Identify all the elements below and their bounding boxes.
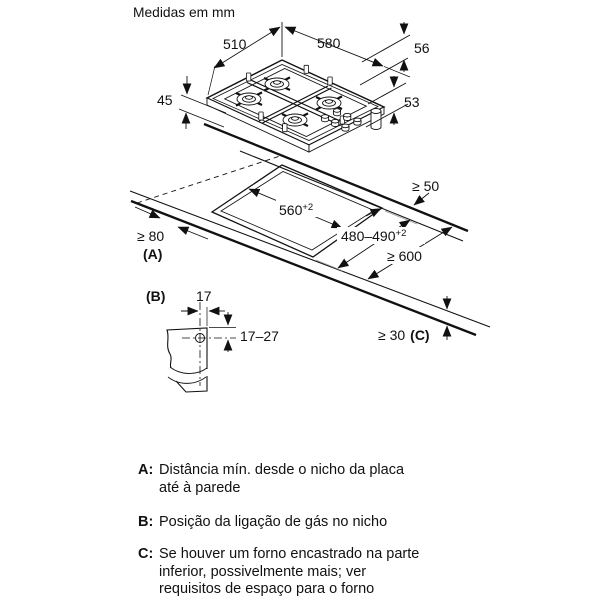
panel-lower-outline bbox=[175, 376, 208, 393]
dim-50-arrow-outer bbox=[413, 192, 430, 206]
legend-text: inferior, possivelmente mais; ver bbox=[159, 563, 367, 580]
ref-line-56-bottom bbox=[359, 57, 409, 86]
dim-480-label: 480–490+2 bbox=[341, 228, 406, 244]
legend-text: Se houver um forno encastrado na parte bbox=[159, 546, 420, 562]
dim-510-extension bbox=[207, 65, 216, 96]
wall-line-outer bbox=[203, 122, 469, 233]
worktop-cutout-view bbox=[129, 122, 491, 340]
dim-600-label-bg bbox=[384, 247, 438, 264]
ref-line-45-bottom bbox=[178, 108, 225, 128]
worktop-front-edge-bottom bbox=[130, 199, 477, 337]
clearance-below-label: ≥ 30(C) bbox=[378, 327, 430, 343]
dim-53-label: 53 bbox=[404, 94, 420, 110]
ref-line-56-top bbox=[361, 34, 411, 63]
legend-item-c: C: Se houver um forno encastrado na part… bbox=[138, 546, 419, 599]
ref-line-45-top bbox=[180, 94, 227, 114]
hob-dimension-lines bbox=[178, 22, 411, 129]
panel-upper-outline bbox=[166, 327, 208, 369]
dim-580-label: 580 bbox=[317, 35, 341, 51]
dim-510-line bbox=[213, 26, 281, 69]
dim-80-arrow-left bbox=[134, 206, 161, 219]
legend-label-b: B: bbox=[138, 514, 154, 530]
burner-front bbox=[281, 112, 309, 128]
burners bbox=[235, 76, 343, 128]
page-title: Medidas em mm bbox=[133, 5, 235, 20]
dim-80-arrow-right bbox=[177, 226, 209, 240]
control-knobs bbox=[320, 108, 362, 132]
legend-text: requisitos de espaço para o forno bbox=[159, 581, 375, 597]
burner-left bbox=[235, 91, 263, 107]
legend-label-a: A: bbox=[138, 462, 154, 478]
dim-50-arrow-inner bbox=[365, 208, 382, 218]
dim-45-label: 45 bbox=[157, 92, 173, 108]
dim-56-label: 56 bbox=[414, 40, 430, 56]
dim-510-label: 510 bbox=[223, 36, 247, 52]
wall-line-inner bbox=[239, 150, 464, 242]
legend-text: Distância mín. desde o nicho da placa bbox=[159, 462, 405, 478]
dim-560-label: 560+2 bbox=[279, 202, 313, 218]
detail-b-ref: (B) bbox=[146, 288, 165, 304]
dim-560-label-bg bbox=[276, 200, 322, 217]
dim-580-extension bbox=[383, 66, 411, 78]
legend-label-c: C: bbox=[138, 546, 154, 562]
worktop-front-edge-top bbox=[129, 190, 491, 328]
dim-480-label-bg bbox=[337, 227, 425, 244]
burner-right bbox=[315, 95, 343, 111]
clearance-back-label: ≥ 50 bbox=[412, 178, 439, 194]
burner-back bbox=[263, 76, 291, 92]
clearance-side-ref: (A) bbox=[143, 246, 162, 262]
gas-connection-detail bbox=[166, 302, 236, 393]
dim-480-ext-1 bbox=[315, 259, 344, 272]
legend-item-a: A: Distância mín. desde o nicho da placa… bbox=[138, 462, 404, 497]
dim-1727-label: 17–27 bbox=[240, 328, 279, 344]
panel-break-arc-2 bbox=[167, 376, 207, 384]
legend-item-b: B: Posição da ligação de gás no nicho bbox=[138, 514, 387, 532]
ref-line-53-top bbox=[367, 82, 407, 105]
cutout-outer bbox=[210, 164, 384, 258]
clearance-side-label: ≥ 80 bbox=[137, 228, 164, 244]
dim-17-label: 17 bbox=[196, 288, 212, 304]
panel-break-arc-1 bbox=[169, 366, 208, 374]
hob-foot bbox=[370, 108, 382, 130]
dim-480-ext-2 bbox=[384, 210, 418, 225]
legend-text: até à parede bbox=[159, 479, 241, 496]
legend-text: Posição da ligação de gás no nicho bbox=[159, 514, 388, 530]
ref-line-53-bottom bbox=[365, 103, 409, 128]
worktop-depth-label: ≥ 600 bbox=[387, 248, 422, 264]
alignment-dashed-line bbox=[136, 155, 281, 204]
hob-rim-inner bbox=[212, 64, 379, 141]
hob-isometric-view bbox=[205, 59, 386, 153]
